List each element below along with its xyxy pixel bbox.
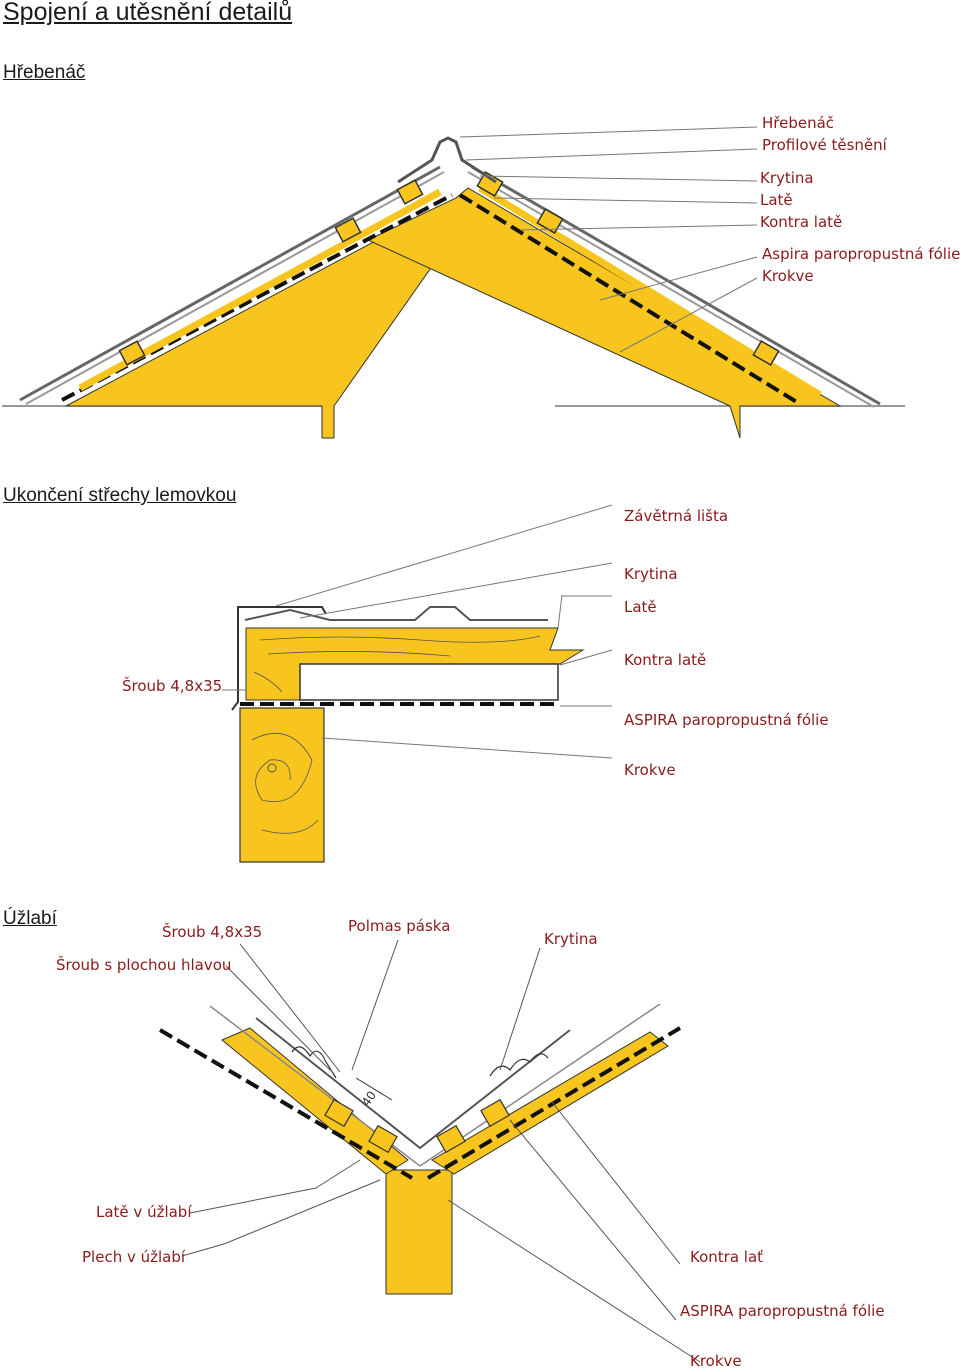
- verge-label-counter-battens: Kontra latě: [624, 651, 707, 669]
- valley-label-roofing: Krytina: [544, 930, 598, 948]
- dimension-label: 40: [359, 1088, 379, 1109]
- verge-label-membrane: ASPIRA paropropustná fólie: [624, 711, 829, 729]
- ridge-label-battens: Latě: [760, 191, 793, 209]
- verge-label-battens: Latě: [624, 598, 657, 616]
- section-heading-verge: Ukončení střechy lemovkou: [3, 485, 237, 506]
- ridge-label-ridge-cap: Hřebenáč: [762, 114, 835, 132]
- page-title: Spojení a utěsnění detailů: [3, 0, 293, 26]
- valley-label-membrane: ASPIRA paropropustná fólie: [680, 1302, 885, 1320]
- verge-diagram: [222, 504, 613, 863]
- ridge-label-roofing: Krytina: [760, 169, 814, 187]
- rafter-right: [366, 187, 842, 439]
- ridge-label-counter-battens: Kontra latě: [760, 213, 843, 231]
- ridge-label-membrane: Aspira paropropustná fólie: [762, 245, 960, 263]
- roofing-profile: [244, 606, 548, 621]
- verge-label-screw: Šroub 4,8x35: [122, 677, 223, 695]
- valley-rafter: [385, 1169, 453, 1295]
- valley-sheet: [255, 1017, 571, 1150]
- ridge-cap: [397, 136, 497, 184]
- valley-label-polmas-tape: Polmas páska: [348, 917, 451, 935]
- section-heading-ridge: Hřebenáč: [3, 62, 86, 83]
- verge-label-roofing: Krytina: [624, 565, 678, 583]
- ridge-label-rafters: Krokve: [762, 267, 814, 285]
- valley-label-valley-sheet: Plech v úžlabí: [82, 1248, 186, 1266]
- verge-label-rafters: Krokve: [624, 761, 676, 779]
- valley-label-valley-battens: Latě v úžlabí: [96, 1203, 192, 1221]
- valley-label-rafters: Krokve: [690, 1352, 742, 1370]
- valley-label-flat-head-screw: Šroub s plochou hlavou: [56, 956, 232, 974]
- valley-label-screw: Šroub 4,8x35: [162, 923, 263, 941]
- verge-trim: [231, 606, 327, 711]
- verge-label-trim: Závětrná lišta: [624, 507, 729, 525]
- ridge-label-profile-seal: Profilové těsnění: [762, 136, 887, 154]
- section-heading-valley: Úžlabí: [3, 908, 57, 929]
- valley-label-counter-batten: Kontra lať: [690, 1248, 764, 1266]
- ridge-diagram: [2, 126, 905, 439]
